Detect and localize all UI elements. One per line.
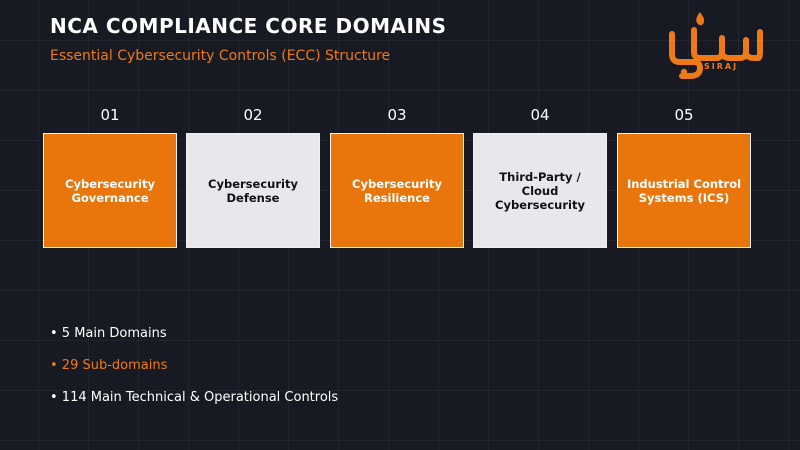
domain-number: 01	[100, 106, 120, 124]
domain-card: Cybersecurity Resilience	[330, 133, 464, 248]
domain-label: Cybersecurity Resilience	[352, 176, 442, 205]
domain-label: Third-Party / Cloud Cybersecurity	[495, 169, 585, 212]
domain-label: Cybersecurity Defense	[208, 176, 298, 205]
domain-number: 04	[530, 106, 550, 124]
page-subtitle: Essential Cybersecurity Controls (ECC) S…	[50, 48, 391, 64]
domain-card: Cybersecurity Governance	[43, 133, 177, 248]
domain-label: Cybersecurity Governance	[65, 176, 155, 205]
domain-card: Third-Party / Cloud Cybersecurity	[473, 133, 607, 248]
domain-label: Industrial Control Systems (ICS)	[626, 176, 742, 205]
domain-number: 02	[243, 106, 263, 124]
stat-item: • 29 Sub-domains	[50, 358, 168, 373]
siraj-logo-icon	[669, 12, 763, 79]
domain-number: 03	[387, 106, 407, 124]
stat-item: • 5 Main Domains	[50, 326, 167, 341]
logo-caption: SIRAJ	[704, 62, 739, 71]
domain-number: 05	[674, 106, 694, 124]
domain-card: Industrial Control Systems (ICS)	[617, 133, 751, 248]
page-title: NCA COMPLIANCE CORE DOMAINS	[50, 14, 447, 38]
domain-card: Cybersecurity Defense	[186, 133, 320, 248]
stat-item: • 114 Main Technical & Operational Contr…	[50, 390, 339, 405]
